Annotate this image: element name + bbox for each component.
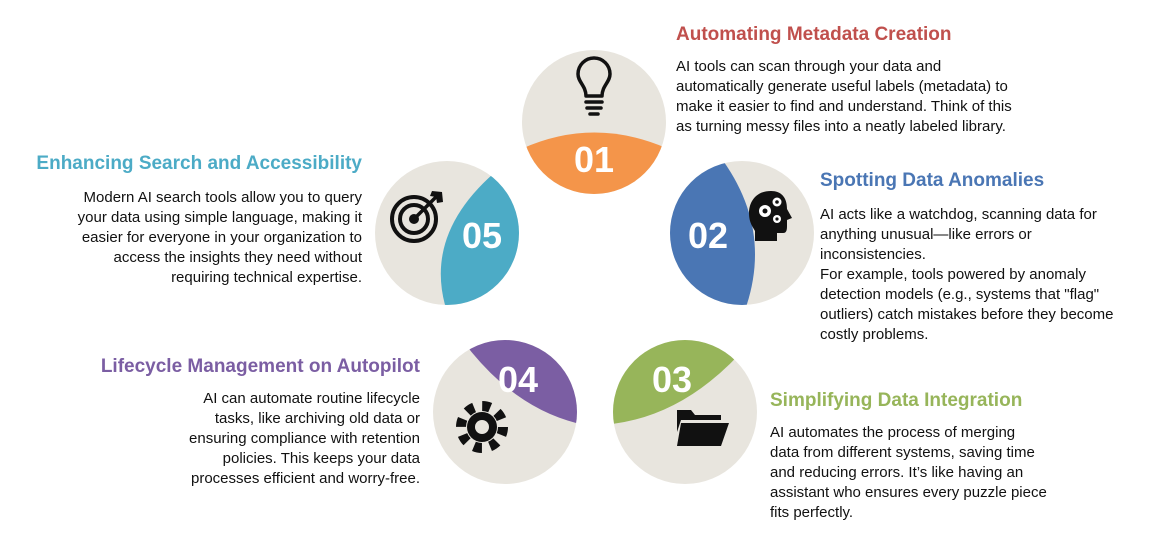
item-03-line: fits perfectly. xyxy=(770,504,854,521)
circle-05: 05 xyxy=(375,161,519,305)
item-02-line: anything unusual—like errors or xyxy=(820,226,1032,243)
target-icon xyxy=(390,191,443,243)
item-04-line: processes efficient and worry-free. xyxy=(191,470,420,487)
item-01-line: automatically generate useful labels (me… xyxy=(676,78,1008,95)
item-05-block: Enhancing Search and Accessibility Moder… xyxy=(36,153,362,288)
item-02-line: costly problems. xyxy=(820,326,929,343)
head-gears-icon xyxy=(749,191,792,241)
item-04-block: Lifecycle Management on Autopilot AI can… xyxy=(101,356,420,489)
circle-01: 01 xyxy=(522,50,666,194)
circle-02-number: 02 xyxy=(688,215,728,256)
item-02-line: For example, tools powered by anomaly xyxy=(820,266,1086,283)
item-05-line: access the insights they need without xyxy=(113,249,362,266)
item-05-title: Enhancing Search and Accessibility xyxy=(36,153,362,174)
item-03-line: and reducing errors. It’s like having an xyxy=(770,464,1024,481)
circle-04-number: 04 xyxy=(498,359,538,400)
item-04-line: AI can automate routine lifecycle xyxy=(203,390,420,407)
item-02-title: Spotting Data Anomalies xyxy=(820,170,1045,191)
item-05-description: Modern AI search tools allow you to quer… xyxy=(36,188,362,288)
item-05-line: requiring technical expertise. xyxy=(171,269,362,286)
item-05-line: Modern AI search tools allow you to quer… xyxy=(83,189,362,206)
circle-01-number: 01 xyxy=(574,139,614,180)
item-02-line: inconsistencies. xyxy=(820,246,926,263)
item-01-line: as turning messy files into a neatly lab… xyxy=(676,118,1006,135)
item-03-block: Simplifying Data Integration AI automate… xyxy=(770,390,1047,523)
item-03-description: AI automates the process of merging data… xyxy=(770,423,1047,523)
folder-icon xyxy=(677,410,729,446)
circle-02: 02 xyxy=(670,161,814,305)
item-04-description: AI can automate routine lifecycle tasks,… xyxy=(101,389,420,489)
item-02-line: outliers) catch mistakes before they bec… xyxy=(820,306,1114,323)
circle-04: 04 xyxy=(433,340,577,484)
lightbulb-icon xyxy=(576,56,612,116)
circle-05-segment xyxy=(440,168,519,305)
item-01-description: AI tools can scan through your data and … xyxy=(676,57,1012,137)
item-02-line: AI acts like a watchdog, scanning data f… xyxy=(820,206,1097,223)
item-02-description: AI acts like a watchdog, scanning data f… xyxy=(820,205,1113,345)
item-03-line: AI automates the process of merging xyxy=(770,424,1016,441)
item-01-line: make it easier to find and understand. T… xyxy=(676,98,1012,115)
item-01-title: Automating Metadata Creation xyxy=(676,24,952,45)
item-05-line: easier for everyone in your organization… xyxy=(81,229,362,246)
circle-03-number: 03 xyxy=(652,359,692,400)
item-02-line: detection models (e.g., systems that "fl… xyxy=(820,286,1100,303)
item-03-line: data from different systems, saving time xyxy=(770,444,1035,461)
item-03-title: Simplifying Data Integration xyxy=(770,390,1023,411)
item-01-block: Automating Metadata Creation AI tools ca… xyxy=(676,24,1012,137)
item-04-line: policies. This keeps your data xyxy=(222,450,420,467)
item-02-block: Spotting Data Anomalies AI acts like a w… xyxy=(820,170,1113,345)
item-04-line: ensuring compliance with retention xyxy=(189,430,420,447)
item-03-line: assistant who ensures every puzzle piece xyxy=(770,484,1047,501)
item-04-title: Lifecycle Management on Autopilot xyxy=(100,356,420,377)
gear-icon xyxy=(456,401,508,453)
item-05-line: your data using simple language, making … xyxy=(77,209,362,226)
item-04-line: tasks, like archiving old data or xyxy=(214,410,420,427)
circle-05-number: 05 xyxy=(462,215,502,256)
circle-03: 03 xyxy=(613,340,757,484)
item-01-line: AI tools can scan through your data and xyxy=(676,58,942,75)
